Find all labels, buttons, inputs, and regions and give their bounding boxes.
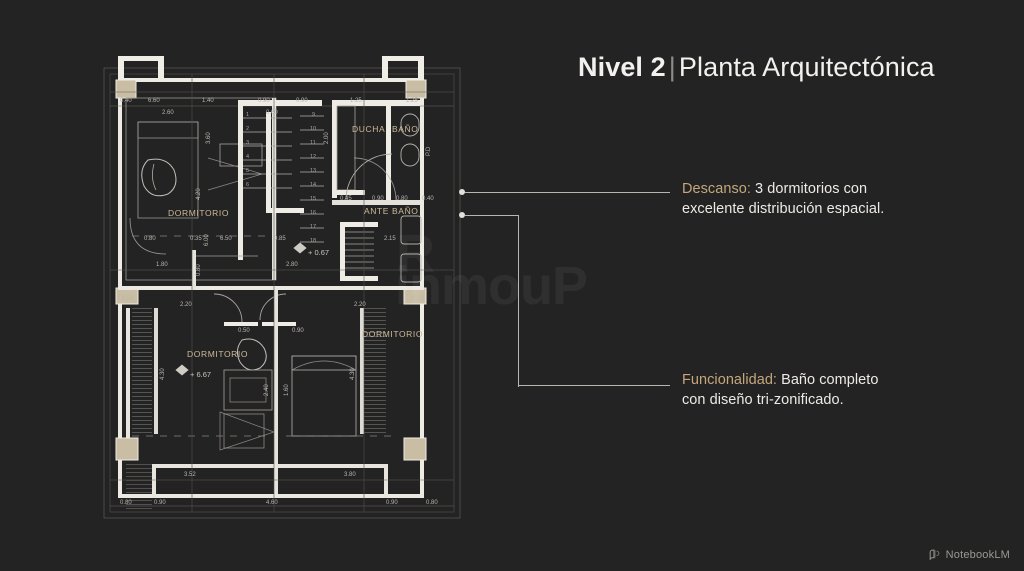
notebooklm-icon bbox=[928, 548, 941, 561]
svg-text:2: 2 bbox=[246, 126, 249, 132]
annotation-funcionalidad-line2: con diseño tri-zonificado. bbox=[682, 392, 844, 408]
annotation-descanso-key: Descanso: bbox=[682, 181, 751, 197]
svg-text:6: 6 bbox=[246, 182, 249, 188]
dim-second-1: 2.60 bbox=[162, 110, 174, 116]
annotation-funcionalidad-line1: Funcionalidad: Baño completo bbox=[682, 370, 1012, 390]
svg-text:15: 15 bbox=[310, 196, 316, 202]
dim-v-1: 3.60 bbox=[206, 132, 212, 144]
dim-mid2-2: 2.80 bbox=[286, 262, 298, 268]
svg-text:9: 9 bbox=[312, 112, 315, 118]
dim-door-2: 0.90 bbox=[292, 328, 304, 334]
dim-low-4: 0.50 bbox=[412, 296, 424, 302]
dim-top-4: 0.90 bbox=[258, 98, 270, 104]
dim-bot-2: 0.90 bbox=[154, 500, 166, 506]
room-label-dormitorio-2: DORMITORIO bbox=[187, 349, 248, 359]
dim-above-1: 3.52 bbox=[184, 472, 196, 478]
page-title-bold: Nivel 2 bbox=[578, 52, 666, 82]
svg-text:3: 3 bbox=[246, 140, 249, 146]
connector-dot-2 bbox=[459, 212, 465, 218]
dim-top-1: 0.40 bbox=[120, 98, 132, 104]
dim-v-10: P.D bbox=[426, 146, 432, 156]
dim-bath-2: 0.90 bbox=[372, 196, 384, 202]
connector-dot-1 bbox=[459, 189, 465, 195]
dim-v-8: 1.60 bbox=[284, 384, 290, 396]
dim-bot-1: 0.80 bbox=[120, 500, 132, 506]
page-title-separator: | bbox=[668, 52, 676, 82]
svg-text:10: 10 bbox=[310, 126, 316, 132]
dim-bath-4: 0.40 bbox=[422, 196, 434, 202]
dim-bot-5: 0.80 bbox=[426, 500, 438, 506]
annotation-descanso-line1: Descanso: 3 dormitorios con bbox=[682, 179, 1012, 199]
svg-text:18: 18 bbox=[310, 238, 316, 244]
dim-low-3: 0.50 bbox=[122, 296, 134, 302]
dim-v-7: 4.30 bbox=[350, 368, 356, 380]
svg-text:1: 1 bbox=[246, 112, 249, 118]
connector-line-2b bbox=[518, 214, 520, 387]
level-marker-2: + 6.67 bbox=[190, 370, 211, 379]
dim-bath-3: 0.80 bbox=[396, 196, 408, 202]
dim-mid-2: 0.35 bbox=[190, 236, 202, 242]
dim-top-2: 6.60 bbox=[148, 98, 160, 104]
dim-v-3: 6.00 bbox=[204, 234, 210, 246]
dim-mid-5: 2.15 bbox=[384, 236, 396, 242]
dim-v-2: 4.20 bbox=[196, 188, 202, 200]
dim-low-2: 2.20 bbox=[354, 302, 366, 308]
svg-text:4: 4 bbox=[246, 154, 249, 160]
dim-bot-4: 0.90 bbox=[386, 500, 398, 506]
dim-mid-3: 6.50 bbox=[220, 236, 232, 242]
dim-low-1: 2.20 bbox=[180, 302, 192, 308]
dim-top-7: 1.25 bbox=[406, 98, 418, 104]
room-label-dormitorio-1: DORMITORIO bbox=[168, 208, 229, 218]
annotation-descanso: Descanso: 3 dormitorios con excelente di… bbox=[682, 179, 1012, 219]
annotation-descanso-rest: 3 dormitorios con bbox=[750, 181, 868, 197]
dim-door-1: 0.50 bbox=[238, 328, 250, 334]
page-title-light: Planta Arquitectónica bbox=[678, 52, 935, 82]
room-label-bano: BAÑO bbox=[392, 124, 419, 134]
dim-mid-4: 0.85 bbox=[274, 236, 286, 242]
svg-text:16: 16 bbox=[310, 210, 316, 216]
annotation-funcionalidad: Funcionalidad: Baño completo con diseño … bbox=[682, 370, 1012, 410]
dim-bot-3: 4.60 bbox=[266, 500, 278, 506]
svg-text:11: 11 bbox=[310, 140, 316, 146]
annotation-descanso-line2: excelente distribución espacial. bbox=[682, 201, 885, 217]
annotation-funcionalidad-rest: Baño completo bbox=[777, 372, 879, 388]
dim-top-3: 1.40 bbox=[202, 98, 214, 104]
svg-text:17: 17 bbox=[310, 224, 316, 230]
connector-line-2a bbox=[465, 214, 519, 216]
dim-top-6: 1.25 bbox=[350, 98, 362, 104]
connector-line-2c bbox=[518, 385, 670, 387]
svg-text:13: 13 bbox=[310, 168, 316, 174]
dim-v-6: 4.30 bbox=[160, 368, 166, 380]
notebooklm-label: NotebookLM bbox=[945, 548, 1010, 561]
dim-v-5: 2.00 bbox=[324, 132, 330, 144]
dim-v-4: 0.80 bbox=[196, 264, 202, 276]
dim-v-9: 2.40 bbox=[264, 384, 270, 396]
room-label-ducha: DUCHA bbox=[352, 124, 385, 134]
connector-line-1 bbox=[465, 191, 670, 193]
level-marker-1: + 0.67 bbox=[308, 248, 329, 257]
dim-mid-1: 0.80 bbox=[144, 236, 156, 242]
dim-top-5: 0.90 bbox=[296, 98, 308, 104]
svg-text:14: 14 bbox=[310, 182, 316, 188]
watermark-fragment: R bbox=[396, 224, 435, 284]
room-label-dormitorio-3: DORMITORIO bbox=[362, 329, 423, 339]
page-title: Nivel 2|Planta Arquitectónica bbox=[578, 52, 935, 83]
floorplan-drawing: DORMITORIO DORMITORIO DORMITORIO DUCHA B… bbox=[96, 40, 468, 540]
dim-bath-1: 0.45 bbox=[340, 196, 352, 202]
svg-text:12: 12 bbox=[310, 154, 316, 160]
dim-above-2: 3.80 bbox=[344, 472, 356, 478]
svg-text:5: 5 bbox=[246, 168, 249, 174]
notebooklm-badge: NotebookLM bbox=[928, 548, 1010, 561]
dim-second-2: 0.60 bbox=[266, 110, 278, 116]
dim-mid2-1: 1.80 bbox=[156, 262, 168, 268]
annotation-funcionalidad-key: Funcionalidad: bbox=[682, 372, 778, 388]
room-label-ante-bano: ANTE BAÑO bbox=[364, 206, 419, 216]
